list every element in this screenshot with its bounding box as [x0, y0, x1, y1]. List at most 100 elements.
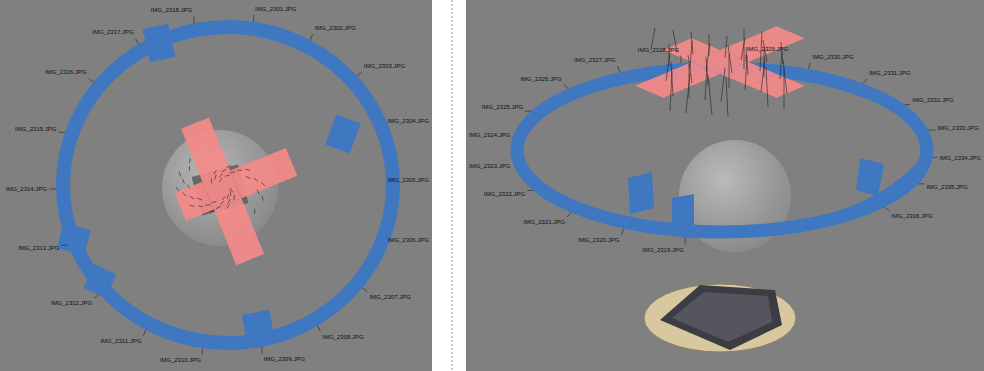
frustum-stroke — [182, 179, 184, 184]
frustum-stroke — [225, 175, 230, 177]
right-viewport — [466, 0, 984, 371]
frustum-stroke — [183, 193, 187, 196]
frustum-stroke — [214, 175, 216, 180]
frustum-stroke — [216, 206, 220, 208]
frustum-stroke — [781, 42, 783, 64]
leader-line — [49, 189, 56, 190]
frustum-stroke — [227, 205, 230, 209]
camera-label: IMG_2321.JPG — [524, 219, 565, 226]
frustum-stroke — [222, 169, 226, 172]
leader-line — [362, 288, 367, 292]
camera-label: IMG_2326.JPG — [520, 76, 561, 83]
camera-label: IMG_2332.JPG — [912, 97, 953, 104]
frustum-stroke — [783, 60, 787, 94]
frustum-stroke — [246, 176, 251, 178]
camera-label: IMG_2329.JPG — [747, 46, 788, 53]
camera-frames — [57, 24, 361, 343]
frustum-stroke — [725, 36, 727, 58]
camera-label: IMG_2333.JPG — [937, 125, 978, 132]
camera-label: IMG_2301.JPG — [255, 6, 296, 13]
leader-line — [94, 294, 99, 298]
model-base — [644, 284, 796, 352]
frustum-stroke — [230, 191, 232, 196]
camera-cross — [153, 95, 319, 276]
leader-line — [918, 183, 924, 184]
leader-line — [884, 207, 889, 211]
frustum-stroke — [230, 171, 235, 173]
camera-frustum-lines — [176, 158, 265, 214]
camera-cross — [607, 14, 862, 121]
camera-label: IMG_2313.JPG — [18, 245, 59, 252]
frustum-stroke — [219, 178, 222, 182]
camera-frustum-lines — [651, 28, 787, 117]
frustum-stroke — [728, 45, 732, 73]
camera-label: IMG_2324.JPG — [469, 132, 510, 139]
frustum-stroke — [222, 196, 225, 200]
camera-label: IMG_2312.JPG — [51, 300, 92, 307]
frustum-stroke — [228, 199, 230, 203]
camera-label: IMG_2303.JPG — [364, 63, 405, 70]
camera-label: IMG_2317.JPG — [92, 29, 133, 36]
frustum-stroke — [212, 202, 217, 203]
frustum-stroke — [189, 166, 190, 171]
frustum-stroke — [780, 51, 782, 79]
camera-label: IMG_2308.JPG — [322, 334, 363, 341]
camera-label: IMG_2302.JPG — [315, 25, 356, 32]
camera-label: IMG_2310.JPG — [160, 357, 201, 364]
camera-label: IMG_2318.JPG — [151, 7, 192, 14]
camera-ring — [63, 27, 393, 343]
camera-label: IMG_2330.JPG — [812, 54, 853, 61]
camera-frames — [628, 158, 884, 232]
camera-label: IMG_2334.JPG — [940, 155, 981, 162]
camera-ring — [517, 68, 927, 232]
frustum-stroke — [671, 62, 673, 96]
camera-label: IMG_2315.JPG — [15, 126, 56, 133]
frustum-stroke — [689, 64, 690, 98]
frustum-stroke — [761, 58, 765, 92]
frustum-stroke — [210, 210, 215, 212]
frustum-stroke — [220, 202, 224, 205]
leader-line — [809, 63, 811, 69]
camera-label: IMG_2336.JPG — [891, 213, 932, 220]
frustum-stroke — [237, 170, 242, 171]
frustum-stroke — [211, 178, 212, 183]
frustum-stroke — [197, 198, 202, 200]
frustum-stroke — [705, 66, 707, 100]
leader-line — [863, 79, 867, 84]
frustum-stroke — [187, 185, 190, 189]
camera-label: IMG_2325.JPG — [482, 104, 523, 111]
frustum-stroke — [706, 57, 708, 85]
camera-label: IMG_2305.JPG — [388, 177, 429, 184]
camera-label: IMG_2322.JPG — [484, 191, 525, 198]
frustum-stroke — [721, 68, 725, 102]
frustum-stroke — [179, 172, 180, 177]
frustum-stroke — [214, 170, 217, 174]
camera-label: IMG_2320.JPG — [578, 237, 619, 244]
frustum-stroke — [261, 182, 264, 186]
leader-line — [318, 326, 321, 332]
leader-line — [253, 15, 254, 22]
camera-label: IMG_2304.JPG — [388, 118, 429, 125]
frustum-stroke — [189, 158, 191, 163]
frustum-stroke — [257, 190, 259, 194]
leader-line — [136, 38, 139, 44]
frustum-stroke — [690, 41, 692, 69]
camera-label: IMG_2331.JPG — [869, 70, 910, 77]
camera-label: IMG_2307.JPG — [369, 294, 410, 301]
leader-line — [745, 55, 746, 62]
leader-line — [202, 348, 203, 355]
camera-label: IMG_2328.JPG — [638, 47, 679, 54]
frustum-stroke — [686, 73, 690, 113]
leader-line — [525, 111, 531, 112]
frustum-stroke — [176, 187, 179, 191]
leader-line — [617, 66, 619, 72]
left-viewport — [0, 0, 432, 371]
leader-line — [143, 330, 145, 336]
leader-line — [527, 190, 533, 191]
frustum-stroke — [709, 34, 710, 56]
bounding-sphere — [162, 130, 278, 246]
leader-line — [685, 238, 686, 245]
leader-line — [262, 347, 263, 354]
camera-label: IMG_2314.JPG — [6, 186, 47, 193]
frustum-stroke — [651, 28, 655, 50]
